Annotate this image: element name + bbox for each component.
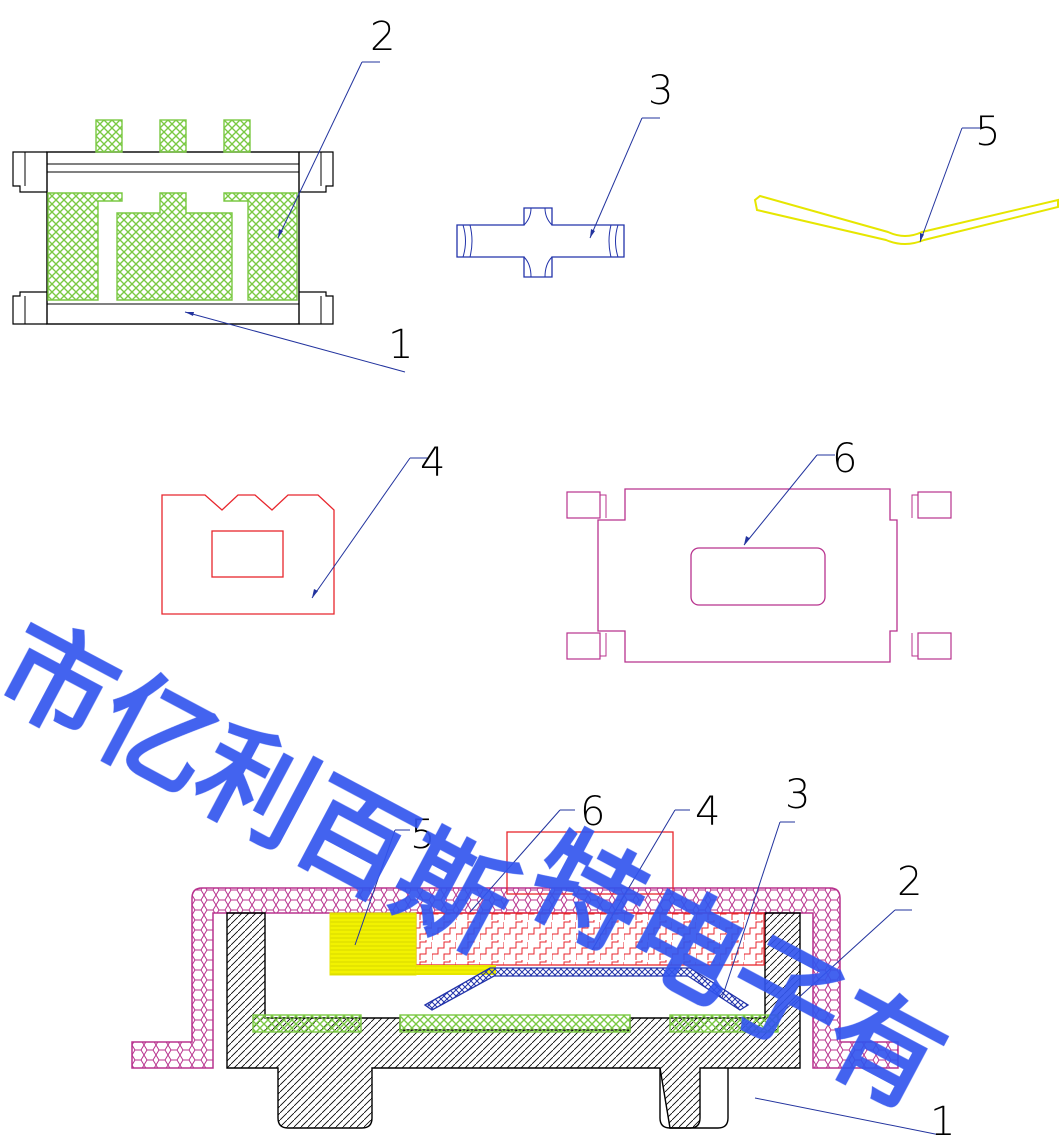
part-4-plate: [161, 494, 335, 615]
section-plate-4: [415, 912, 765, 966]
watermark-text-left: 市亿利百斯: [0, 599, 533, 977]
callout-1-bottom: 1: [930, 1099, 955, 1135]
assembled-section: [131, 831, 899, 1129]
leader-6-bottom-b: [469, 809, 561, 913]
callout-5-top: 5: [975, 109, 1000, 155]
leader-3-bottom-b: [721, 821, 781, 999]
callout-6-bottom: 6: [580, 789, 605, 835]
leader-2-bottom-b: [784, 909, 896, 1011]
leader-5-bottom-b: [354, 829, 396, 946]
leader-4-bottom-b: [591, 809, 676, 951]
terminals-part-2: [47, 119, 298, 301]
arrow-1-top: [185, 312, 194, 316]
leader-6-mid-b: [743, 454, 818, 546]
callout-3-bottom: 3: [785, 772, 810, 818]
section-terminal-2a: [252, 1014, 362, 1033]
arrow-2-top: [278, 229, 283, 238]
section-plate-4-top: [506, 831, 674, 895]
callout-1-top: 1: [388, 322, 413, 368]
leader-1-bottom: [754, 1097, 941, 1135]
callout-6-mid: 6: [832, 436, 857, 482]
arrow-6-mid: [744, 536, 750, 545]
callout-4-mid: 4: [420, 440, 445, 486]
section-spring-5: [329, 912, 417, 976]
leader-2-top-b: [277, 61, 363, 239]
leader-4-mid-b: [311, 457, 411, 599]
leader-1-top: [184, 311, 406, 373]
arrow-3-top: [590, 229, 595, 238]
part-3-plate: [456, 207, 625, 278]
leader-5-top-b: [919, 127, 963, 243]
callout-5-bottom: 5: [410, 812, 435, 858]
part-6-frame: [566, 488, 952, 663]
callout-2-top: 2: [370, 14, 395, 60]
section-housing-1: [226, 912, 801, 1129]
callout-2-bottom: 2: [897, 859, 922, 905]
arrow-5-top: [920, 233, 924, 242]
arrow-4-mid: [312, 589, 318, 598]
part-5-spring: [753, 194, 1059, 245]
section-plate-3: [423, 967, 750, 1011]
section-terminal-2b: [399, 1014, 631, 1033]
leader-3-top-b: [589, 117, 643, 239]
callout-3-top: 3: [648, 68, 673, 114]
section-terminal-2c: [669, 1014, 779, 1033]
callout-4-bottom: 4: [695, 789, 720, 835]
